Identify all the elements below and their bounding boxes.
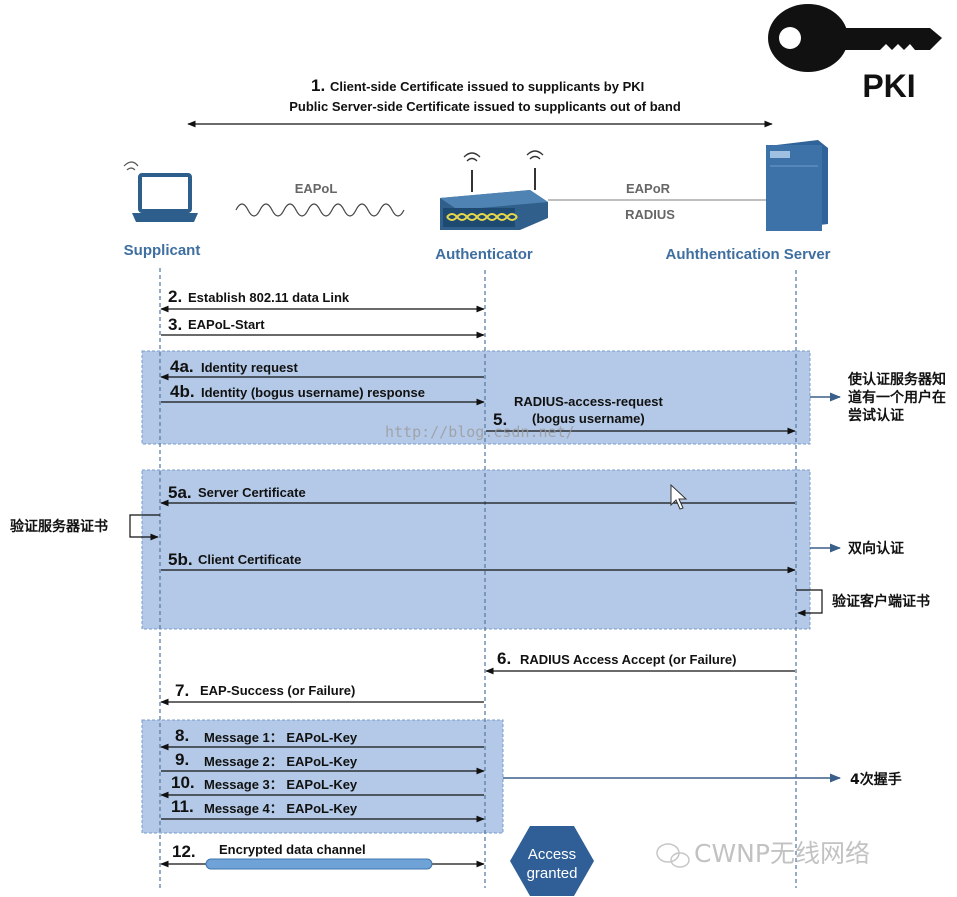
pki-label: PKI	[862, 68, 915, 104]
identity-note-line-3: 尝试认证	[848, 407, 904, 424]
step-5-label-1: RADIUS-access-request	[514, 394, 664, 409]
verify-server-cert-loop	[129, 514, 160, 541]
verify-client-cert-loop	[796, 589, 823, 617]
step-11-label: Message 4： EAPoL-Key	[204, 801, 358, 816]
verify-client-cert-note: 验证客户端证书	[832, 593, 930, 610]
step-6-number: 6.	[497, 649, 511, 668]
four-way-handshake-band	[141, 719, 504, 834]
eapol-label: EAPoL	[295, 181, 338, 196]
mutual-auth-note: 双向认证	[848, 540, 904, 557]
pki-key-icon	[768, 4, 942, 72]
step-5a-label: Server Certificate	[198, 485, 306, 500]
step-10-label: Message 3： EAPoL-Key	[204, 777, 358, 792]
step-7-label: EAP-Success (or Failure)	[200, 683, 355, 698]
watermark-url: http://blog.csdn.net/	[385, 423, 575, 441]
four-way-note: 4次握手	[850, 771, 902, 788]
identity-exchange-band	[141, 350, 811, 445]
step-2-number: 2.	[168, 287, 182, 306]
step-6-label: RADIUS Access Accept (or Failure)	[520, 652, 737, 667]
eapor-label: EAPoR	[626, 181, 671, 196]
step-9-number: 9.	[175, 750, 189, 769]
step-4b-label: Identity (bogus username) response	[201, 385, 425, 400]
step-11-number: 11.	[171, 797, 194, 816]
watermark-brand: CWNP无线网络	[694, 839, 870, 868]
header-line-1: Client-side Certificate issued to suppli…	[330, 79, 644, 94]
identity-note-line-2: 道有一个用户在	[848, 389, 946, 406]
authenticator-label: Authenticator	[435, 246, 533, 263]
step-8-number: 8.	[175, 726, 189, 745]
step-5-label-2: (bogus username)	[532, 411, 645, 426]
wechat-logo-icon	[656, 843, 690, 868]
header-step-number: 1.	[311, 76, 325, 95]
supplicant-label: Supplicant	[124, 242, 201, 259]
step-8-label: Message 1： EAPoL-Key	[204, 730, 358, 745]
access-granted-line-1: Access	[528, 846, 576, 863]
step-3-number: 3.	[168, 315, 182, 334]
certificate-exchange-band	[141, 469, 811, 630]
step-10-number: 10.	[171, 773, 195, 792]
access-granted-hexagon	[510, 826, 594, 896]
step-5b-number: 5b.	[168, 550, 193, 569]
step-9-label: Message 2： EAPoL-Key	[204, 754, 358, 769]
access-point-icon	[440, 150, 548, 230]
step-5a-number: 5a.	[168, 483, 192, 502]
encrypted-channel-tube	[205, 858, 433, 870]
step-5-number: 5.	[493, 410, 507, 429]
auth-server-label: Auhthentication Server	[665, 246, 830, 263]
step-5b-label: Client Certificate	[198, 552, 301, 567]
mouse-cursor-icon	[670, 483, 688, 510]
step-3-label: EAPoL-Start	[188, 317, 265, 332]
step-12-label: Encrypted data channel	[219, 842, 366, 857]
radius-label: RADIUS	[625, 207, 675, 222]
step-7-number: 7.	[175, 681, 189, 700]
access-granted-line-2: granted	[527, 865, 578, 882]
verify-server-cert-note: 验证服务器证书	[10, 518, 108, 535]
step-12-number: 12.	[172, 842, 196, 861]
step-4b-number: 4b.	[170, 382, 195, 401]
eapol-wave	[235, 203, 405, 217]
laptop-icon	[123, 161, 198, 222]
identity-note-line-1: 使认证服务器知	[847, 371, 946, 388]
step-4a-label: Identity request	[201, 360, 298, 375]
step-2-label: Establish 802.11 data Link	[188, 290, 350, 305]
header-line-2: Public Server-side Certificate issued to…	[289, 99, 681, 114]
server-icon	[766, 140, 828, 231]
step-4a-number: 4a.	[170, 357, 194, 376]
